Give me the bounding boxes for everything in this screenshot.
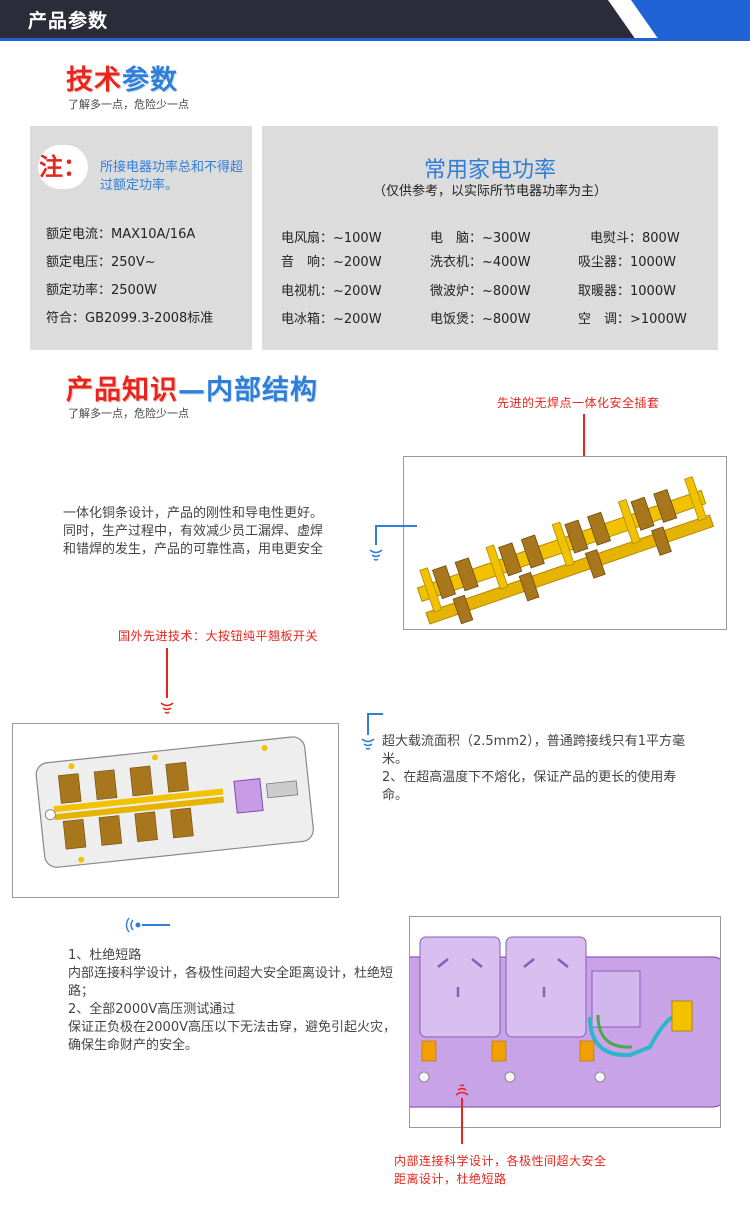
wave-down-icon (160, 702, 174, 714)
switch-pointer-line (166, 648, 168, 698)
power-strip-drawing (35, 736, 314, 868)
appliance-cell: 空 调：>1000W (578, 312, 687, 327)
header-bar: 产品参数 (0, 0, 750, 38)
bottom-label-line-1: 内部连接科学设计，各极性间超大安全 (394, 1154, 607, 1168)
housing-drawing (410, 936, 720, 1108)
bottom-label: 内部连接科学设计，各极性间超大安全 距离设计，杜绝短路 (394, 1152, 607, 1188)
appliance-cell: 取暖器：1000W (578, 284, 676, 299)
appliance-cell: 吸尘器：1000W (578, 255, 676, 270)
wave-down-icon (361, 738, 375, 750)
appliance-cell: 电 脑：~300W (430, 231, 531, 246)
spec-standard: 符合：GB2099.3-2008标准 (46, 311, 214, 326)
tech-section-title: 技术参数 (66, 58, 178, 97)
hv-title: 2、全部2000V高压测试通过 (68, 1002, 236, 1017)
wire-text-2: 2、在超高温度下不熔化，保证产品的更长的使用寿命。 (382, 770, 677, 803)
socket-pointer-line (583, 414, 585, 462)
wave-right-icon (125, 917, 141, 933)
copper-strip-image (403, 456, 727, 630)
appliance-cell: 音 响：~200W (281, 255, 382, 270)
knowledge-title-blue: —内部结构 (178, 375, 318, 406)
appliance-subtitle: （仅供参考，以实际所节电器功率为主） (372, 184, 607, 199)
spec-rated-current: 额定电流：MAX10A/16A (46, 227, 196, 242)
copper-pointer-v (375, 525, 377, 545)
bottom-label-line-2: 距离设计，杜绝短路 (394, 1172, 507, 1186)
tech-title-red: 技术 (66, 65, 122, 96)
wire-text-1: 超大载流面积（2.5mm2），普通跨接线只有1平方毫米。 (382, 734, 686, 767)
appliance-cell: 电冰箱：~200W (281, 312, 382, 327)
short-text: 内部连接科学设计，各极性间超大安全距离设计，杜绝短路； (68, 966, 394, 999)
wire-pointer-h (367, 713, 383, 715)
appliance-panel (262, 126, 718, 350)
switch-label: 国外先进技术：大按钮纯平翘板开关 (118, 629, 319, 643)
tech-section-subtitle: 了解多一点，危险少一点 (68, 98, 189, 111)
appliance-cell: 电风扇：~100W (281, 231, 382, 246)
copper-strip-drawing (416, 476, 715, 625)
power-strip-image (12, 723, 339, 898)
short-pointer-line (142, 924, 170, 926)
appliance-cell: 电熨斗：800W (590, 231, 680, 246)
spec-rated-voltage: 额定电压：250V~ (46, 255, 156, 270)
hv-text: 保证正负极在2000V高压以下无法击穿，避免引起火灾，确保生命财产的安全。 (68, 1020, 396, 1053)
knowledge-section-title: 产品知识—内部结构 (66, 368, 318, 407)
note-badge: 注： (38, 145, 88, 189)
copper-pointer-h (375, 525, 417, 527)
appliance-cell: 微波炉：~800W (430, 284, 531, 299)
header-title: 产品参数 (28, 10, 109, 32)
tech-title-blue: 参数 (122, 65, 178, 96)
short-title: 1、杜绝短路 (68, 948, 142, 963)
appliance-cell: 洗衣机：~400W (430, 255, 531, 270)
wave-down-icon (369, 549, 383, 561)
appliance-cell: 电饭煲：~800W (430, 312, 531, 327)
note-text: 所接电器功率总和不得超过额定功率。 (100, 160, 244, 193)
copper-description: 一体化铜条设计，产品的刚性和导电性更好。同时，生产过程中，有效减少员工漏焊、虚焊… (63, 506, 324, 557)
spec-rated-power: 额定功率：2500W (46, 283, 157, 298)
appliance-cell: 电视机：~200W (281, 284, 382, 299)
appliance-title: 常用家电功率 (423, 158, 556, 183)
bottom-pointer-line (461, 1098, 463, 1144)
socket-label: 先进的无焊点一体化安全插套 (497, 396, 660, 410)
short-description: 1、杜绝短路 内部连接科学设计，各极性间超大安全距离设计，杜绝短路； 2、全部2… (68, 947, 404, 1055)
wave-down-icon (455, 1084, 469, 1096)
wire-pointer-v (367, 713, 369, 735)
header-underline (0, 38, 750, 41)
wire-description: 超大载流面积（2.5mm2），普通跨接线只有1平方毫米。 2、在超高温度下不熔化… (382, 733, 702, 805)
knowledge-title-red: 产品知识 (66, 375, 178, 406)
knowledge-section-subtitle: 了解多一点，危险少一点 (68, 407, 189, 420)
